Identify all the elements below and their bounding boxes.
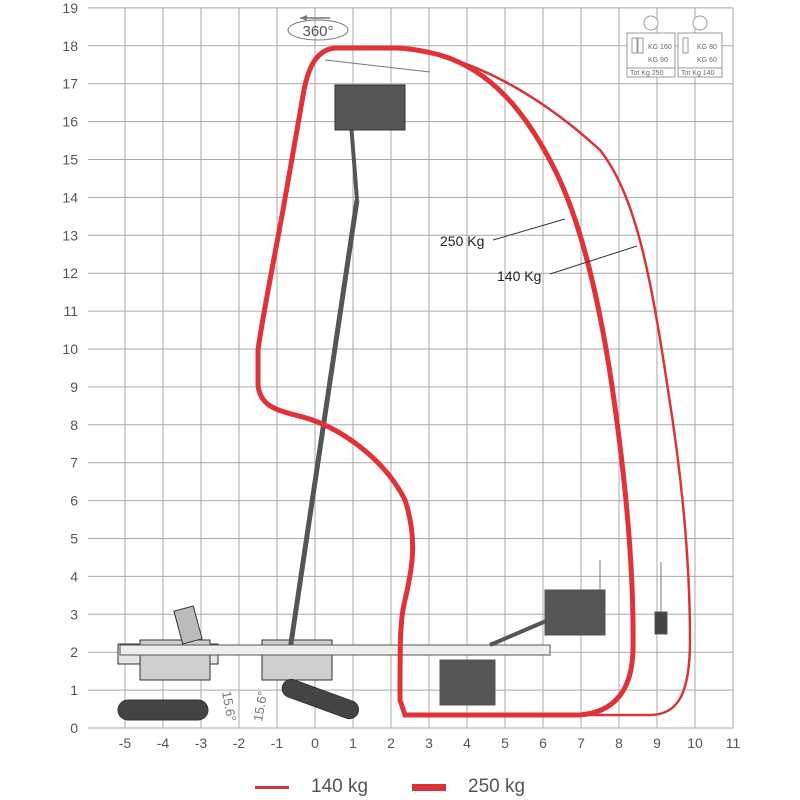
envelope-140kg [399,46,692,717]
person-icon [682,37,689,54]
label-250kg: 250 Kg [440,218,566,249]
y-tick-label: 19 [62,0,78,16]
machine-stowed [117,605,219,721]
svg-text:KG 60: KG 60 [697,57,717,64]
y-tick-label: 12 [62,265,78,281]
legend-label: 140 kg [311,776,369,797]
load-icon-250: KG 160 KG 90 Tot Kg 250 [626,15,676,78]
angle-label-left: 15.6° [219,690,239,723]
load-icon-140: KG 80 KG 60 Tot Kg 140 [677,15,723,78]
y-tick-label: 9 [70,379,78,395]
x-tick-label: -4 [157,735,170,751]
y-tick-label: 0 [70,720,78,736]
x-axis-ticks: -5 -4 -3 -2 -1 0 1 2 3 4 5 6 7 8 9 10 11 [119,735,741,751]
x-tick-label: 3 [425,735,433,751]
y-tick-label: 15 [62,152,78,168]
x-tick-label: 9 [653,735,661,751]
angle-label-right: 15.6° [250,690,270,723]
x-tick-label: -1 [271,735,284,751]
horizontal-boom [119,560,668,706]
rotation-360-badge: 360° [287,15,349,41]
x-tick-label: -3 [195,735,208,751]
load-icons: KG 160 KG 90 Tot Kg 250 KG 80 KG 60 Tot … [626,15,723,78]
x-tick-label: 1 [349,735,357,751]
y-tick-label: 6 [70,493,78,509]
y-tick-label: 2 [70,644,78,660]
x-tick-label: 8 [615,735,623,751]
y-tick-label: 4 [70,568,78,584]
envelope-250kg [255,45,636,718]
x-tick-label: 5 [501,735,509,751]
y-tick-label: 7 [70,455,78,471]
y-tick-label: 3 [70,606,78,622]
rotation-arrow-icon [300,15,307,21]
x-tick-label: -5 [119,735,132,751]
x-tick-label: 7 [577,735,585,751]
svg-text:250 Kg: 250 Kg [440,233,484,249]
legend-140kg: 140 kg [255,776,368,798]
svg-text:360°: 360° [302,23,333,40]
svg-text:Tot Kg 250: Tot Kg 250 [630,70,664,77]
svg-text:KG 90: KG 90 [648,57,668,64]
legend-swatch-thick [412,783,446,791]
y-tick-label: 11 [63,303,78,319]
svg-text:140 Kg: 140 Kg [497,268,541,284]
x-tick-label: 4 [463,735,471,751]
svg-text:KG 160: KG 160 [648,44,672,51]
y-tick-label: 1 [70,682,78,698]
legend-swatch-thin [255,785,289,789]
y-tick-label: 16 [62,114,78,130]
person-icon [631,37,638,54]
x-tick-label: 11 [726,735,741,751]
y-tick-label: 10 [62,341,78,357]
svg-text:KG 80: KG 80 [697,44,717,51]
y-tick-label: 13 [62,227,78,243]
y-tick-label: 5 [70,531,78,547]
x-tick-label: -2 [233,735,246,751]
x-tick-label: 10 [687,735,703,751]
svg-text:Tot Kg 140: Tot Kg 140 [681,70,715,77]
grid [88,7,734,729]
y-tick-label: 18 [62,38,78,54]
label-140kg: 140 Kg [497,245,638,284]
x-tick-label: 2 [387,735,395,751]
x-tick-label: 0 [311,735,319,751]
crawler-track [117,699,209,721]
legend-250kg: 250 kg [412,776,525,798]
person-icon [637,37,644,54]
crawler-track [281,678,359,720]
y-tick-label: 8 [70,417,78,433]
y-tick-label: 14 [62,189,78,205]
x-tick-label: 6 [539,735,547,751]
legend-label: 250 kg [468,776,526,797]
y-tick-label: 17 [62,76,78,92]
